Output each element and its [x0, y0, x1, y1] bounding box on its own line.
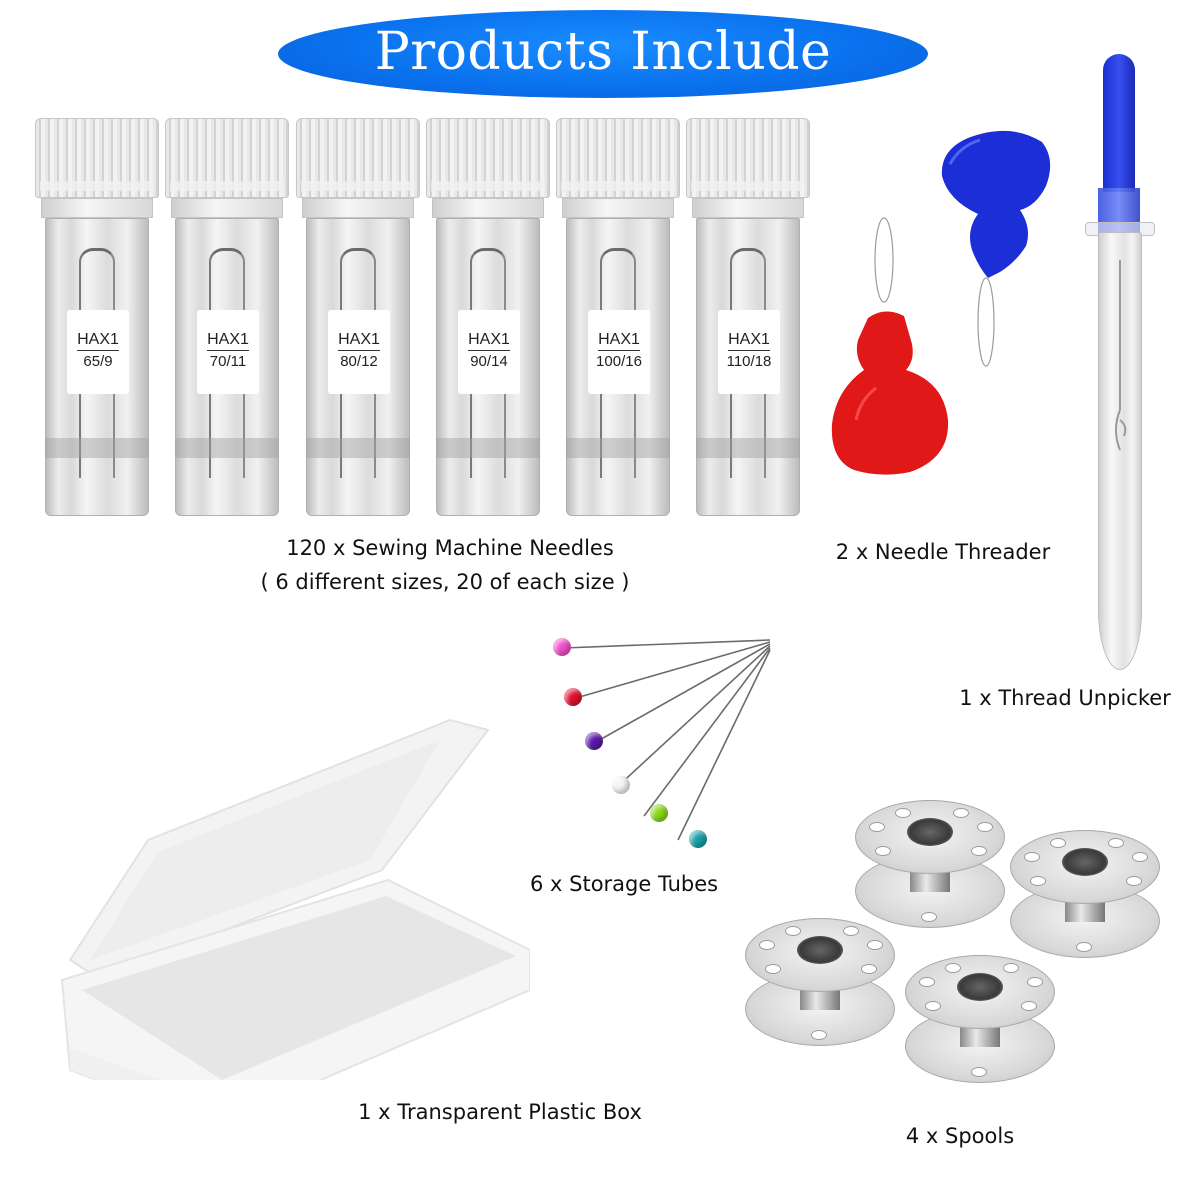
tube-band	[566, 438, 670, 458]
spool-icon	[855, 800, 1005, 930]
needle-tube: HAX1 80/12	[296, 118, 420, 518]
tube-cap	[165, 118, 289, 198]
needle-tube: HAX1 65/9	[35, 118, 159, 518]
tube-neck	[432, 198, 544, 218]
seam-ripper-icon	[1115, 260, 1127, 451]
tube-label: HAX1 80/12	[328, 310, 390, 394]
pin-head-purple	[585, 732, 603, 750]
needle-tube: HAX1 90/14	[426, 118, 550, 518]
tube-neck	[171, 198, 283, 218]
tube-neck	[41, 198, 153, 218]
box-caption: 1 x Transparent Plastic Box	[358, 1100, 642, 1124]
tube-band	[45, 438, 149, 458]
tube-band	[436, 438, 540, 458]
needle-size: 65/9	[83, 353, 113, 370]
spools-caption: 4 x Spools	[905, 1124, 1015, 1148]
tube-neck	[692, 198, 804, 218]
unpicker-caption: 1 x Thread Unpicker	[959, 686, 1171, 710]
tube-cap	[35, 118, 159, 198]
tube-label: HAX1 110/18	[718, 310, 780, 394]
tube-cap	[296, 118, 420, 198]
tube-neck	[562, 198, 674, 218]
spool-icon	[1010, 830, 1160, 960]
pin-head-pink	[553, 638, 571, 656]
tube-band	[696, 438, 800, 458]
needle-tube: HAX1 100/16	[556, 118, 680, 518]
pin-head-teal	[689, 830, 707, 848]
tube-cap	[686, 118, 810, 198]
threader-caption: 2 x Needle Threader	[835, 540, 1051, 564]
tube-neck	[302, 198, 414, 218]
needle-type: HAX1	[598, 331, 640, 351]
pin-head-white	[612, 776, 630, 794]
needle-threader-icon	[831, 130, 1051, 475]
needle-size: 80/12	[340, 353, 378, 370]
tube-band	[175, 438, 279, 458]
pins-caption: 6 x Storage Tubes	[530, 872, 719, 896]
tube-label: HAX1 65/9	[67, 310, 129, 394]
spool-icon	[745, 918, 895, 1048]
needle-type: HAX1	[468, 331, 510, 351]
tube-label: HAX1 100/16	[588, 310, 650, 394]
needle-type: HAX1	[77, 331, 119, 351]
pins-icon	[563, 639, 771, 841]
tube-cap	[426, 118, 550, 198]
needle-type: HAX1	[728, 331, 770, 351]
unpicker-handle	[1103, 54, 1135, 192]
tube-cap	[556, 118, 680, 198]
needles-caption-line1: 120 x Sewing Machine Needles	[286, 536, 614, 560]
header-banner: Products Include	[278, 10, 928, 98]
page-title: Products Include	[374, 22, 832, 82]
tube-band	[306, 438, 410, 458]
needle-size: 70/11	[209, 353, 247, 370]
needle-tube: HAX1 110/18	[686, 118, 810, 518]
needles-caption-line2: ( 6 different sizes, 20 of each size )	[260, 570, 630, 594]
needle-type: HAX1	[207, 331, 249, 351]
tube-label: HAX1 70/11	[197, 310, 259, 394]
needle-tube: HAX1 70/11	[165, 118, 289, 518]
needle-size: 110/18	[726, 353, 772, 370]
needle-size: 100/16	[596, 353, 642, 370]
spool-icon	[905, 955, 1055, 1085]
plastic-box-icon	[60, 718, 530, 1080]
pin-head-red	[564, 688, 582, 706]
needle-size: 90/14	[470, 353, 508, 370]
needle-type: HAX1	[338, 331, 380, 351]
pin-head-green	[650, 804, 668, 822]
tube-label: HAX1 90/14	[458, 310, 520, 394]
